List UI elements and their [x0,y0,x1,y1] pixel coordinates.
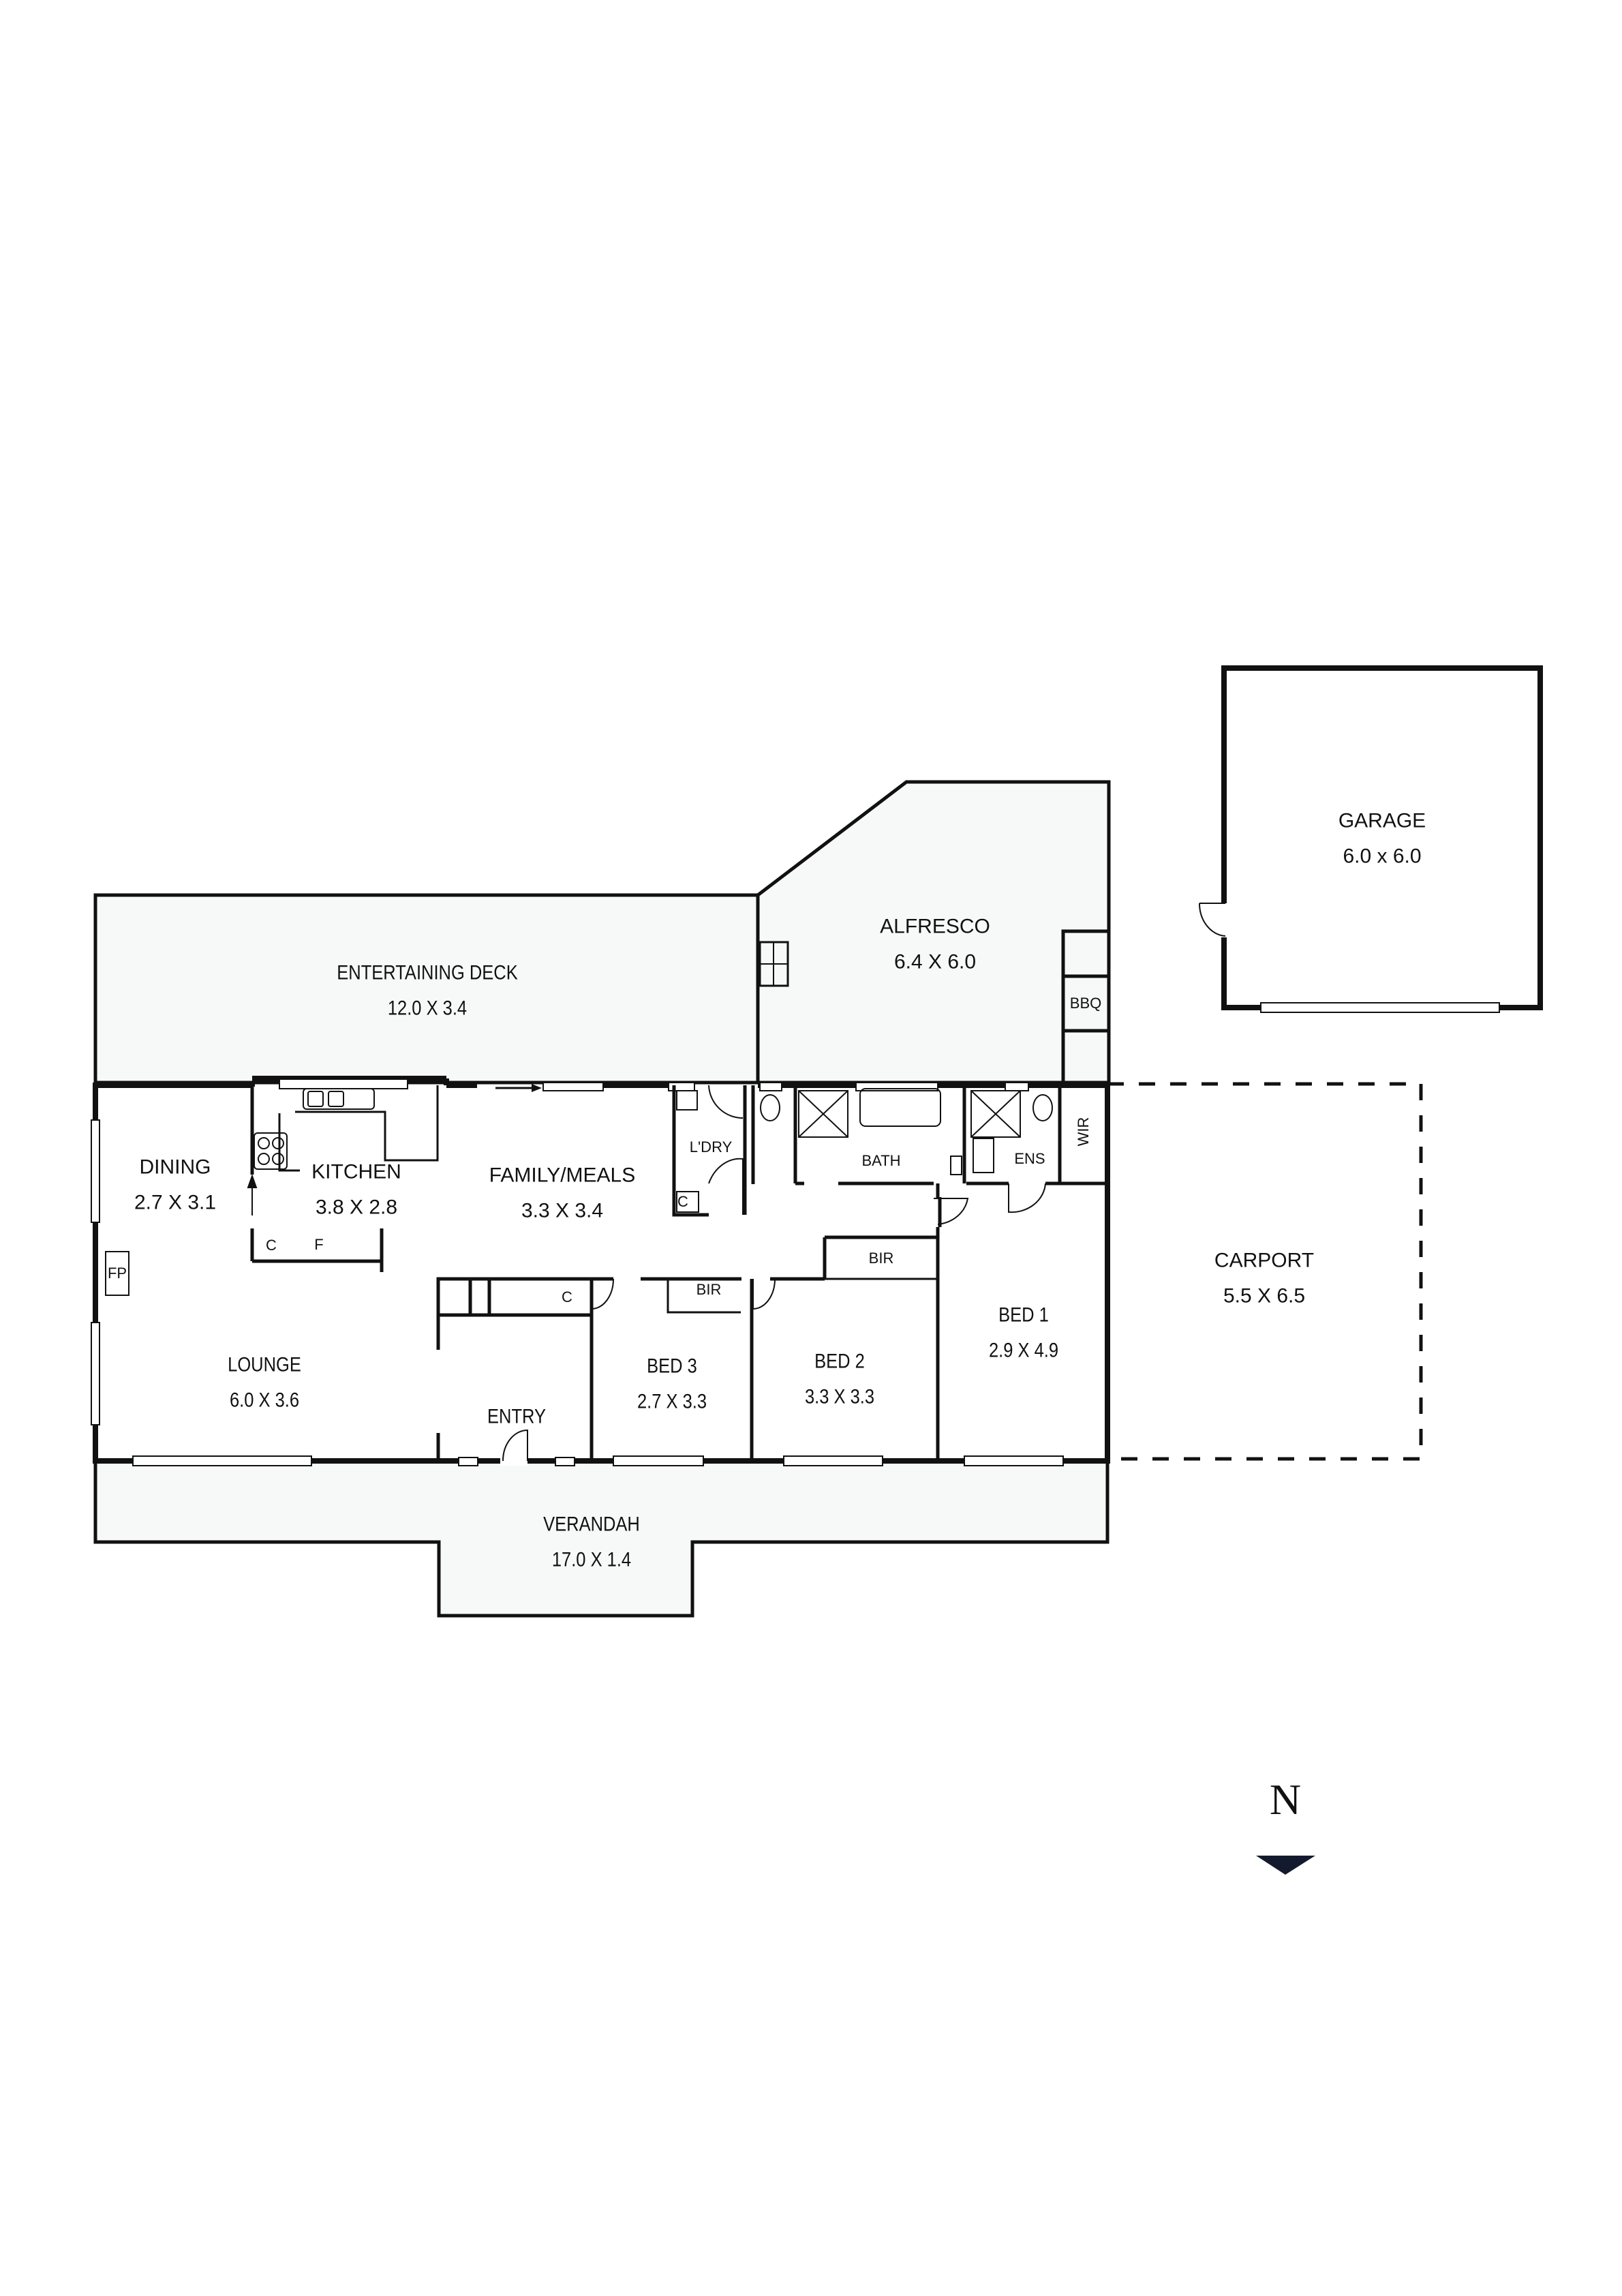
room-name: ENTRY [487,1405,546,1428]
house-interior [91,929,1110,1466]
room-name: ALFRESCO [880,915,990,938]
room-name: CARPORT [1214,1249,1315,1272]
compass-north-label: N [1269,1775,1302,1824]
room-dims: 6.0 x 6.0 [1343,845,1422,867]
room-name: BED 2 [814,1350,865,1373]
room-carport: CARPORT 5.5 X 6.5 [1214,1248,1314,1309]
room-entry: ENTRY [482,1404,551,1430]
room-dining: DINING 2.7 X 3.1 [134,1155,216,1215]
room-dims: 2.7 X 3.3 [637,1390,707,1413]
room-bed3: BED 3 2.7 X 3.3 [631,1354,713,1415]
room-dims: 2.7 X 3.1 [134,1191,217,1213]
room-family-meals: FAMILY/MEALS 3.3 X 3.4 [489,1163,636,1224]
room-dims: 5.5 X 6.5 [1223,1284,1306,1307]
outdoor-areas [93,780,1111,1618]
garage-structure [1198,665,1543,1013]
room-dims: 6.0 X 3.6 [229,1389,300,1411]
room-dims: 12.0 X 3.4 [387,997,468,1019]
label-bir-bed2: BIR [868,1250,894,1267]
room-name: VERANDAH [543,1513,640,1536]
room-name: LOUNGE [228,1353,301,1376]
label-wir: WIR [1075,1117,1092,1147]
room-dims: 3.3 X 3.3 [804,1385,875,1408]
room-dims: 6.4 X 6.0 [893,950,977,973]
label-fireplace: FP [107,1265,127,1282]
label-bir-bed3: BIR [696,1281,722,1298]
verandah-area [93,1459,1110,1618]
room-garage: GARAGE 6.0 x 6.0 [1338,809,1426,869]
label-bath: BATH [861,1152,901,1169]
room-kitchen: KITCHEN 3.8 X 2.8 [311,1160,401,1220]
label-hall-cupboard: C [562,1288,572,1305]
room-dims: 3.3 X 3.4 [521,1199,604,1222]
room-name: GARAGE [1338,809,1426,832]
carport-outline [1105,1082,1423,1461]
room-bed2: BED 2 3.3 X 3.3 [799,1349,881,1410]
label-laundry: L'DRY [689,1138,733,1155]
compass-arrow-icon [1256,1856,1315,1875]
label-bbq: BBQ [1069,995,1102,1012]
room-alfresco: ALFRESCO 6.4 X 6.0 [880,914,990,975]
room-lounge: LOUNGE 6.0 X 3.6 [221,1353,308,1413]
room-bed1: BED 1 2.9 X 4.9 [983,1303,1065,1363]
room-name: BED 3 [647,1355,697,1378]
label-fridge: F [314,1236,324,1253]
room-name: FAMILY/MEALS [489,1164,636,1187]
room-name: KITCHEN [311,1160,401,1183]
room-entertaining-deck: ENTERTAINING DECK 12.0 X 3.4 [321,961,534,1021]
room-dims: 2.9 X 4.9 [988,1339,1059,1361]
room-name: BED 1 [998,1303,1049,1327]
label-kitchen-cupboard: C [266,1237,277,1254]
room-dims: 3.8 X 2.8 [315,1196,398,1218]
label-ensuite: ENS [1014,1150,1045,1167]
room-name: ENTERTAINING DECK [337,961,518,984]
label-laundry-cupboard: C [677,1193,688,1210]
room-name: DINING [139,1155,211,1179]
room-dims: 17.0 X 1.4 [551,1548,632,1571]
room-verandah: VERANDAH 17.0 X 1.4 [535,1512,649,1573]
